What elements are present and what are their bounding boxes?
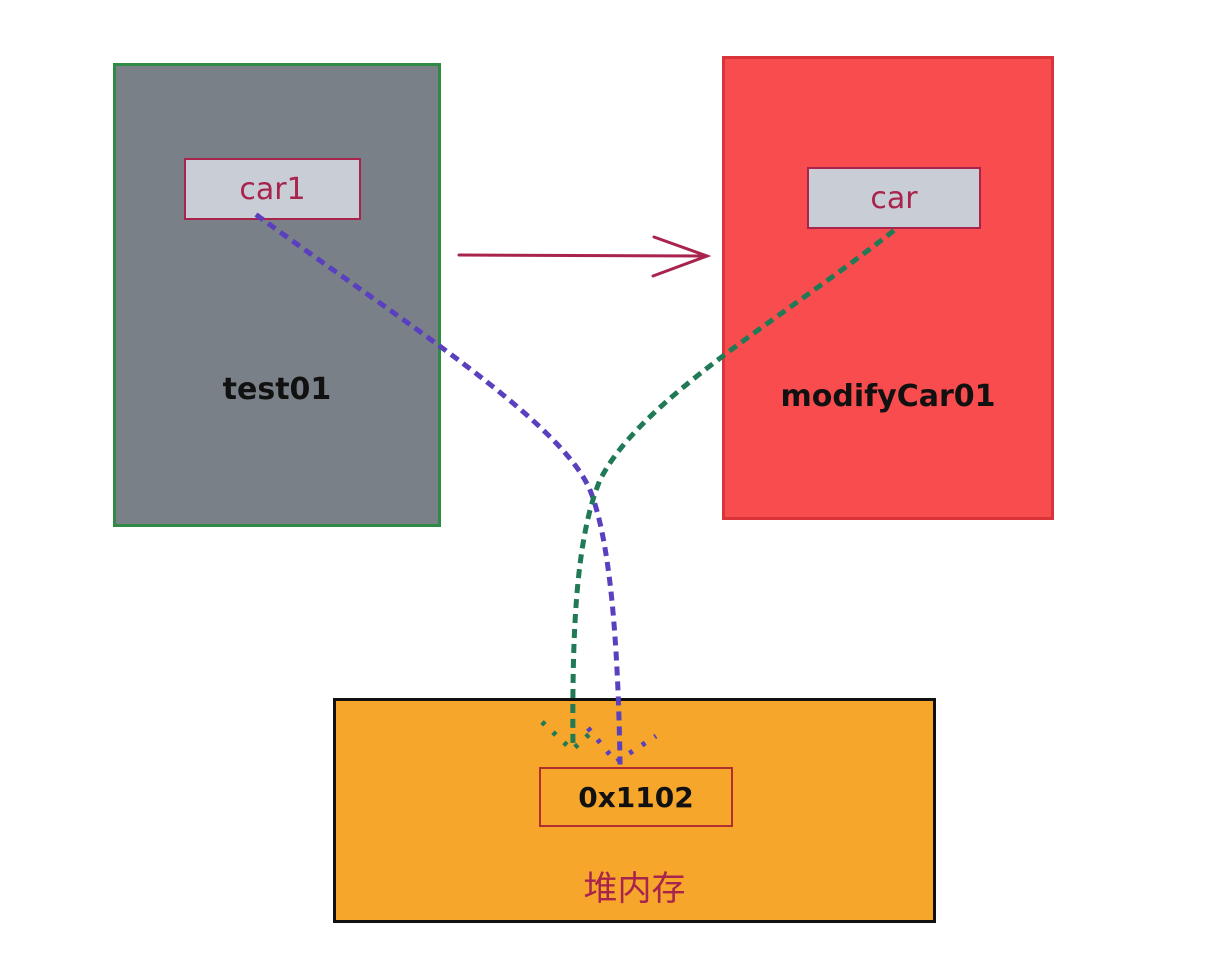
heap-label: 堆内存 bbox=[583, 869, 686, 909]
stack-frame-test01: car1 test01 bbox=[113, 63, 441, 527]
stack-frame-modifycar01: car modifyCar01 bbox=[722, 56, 1054, 520]
variable-car: car bbox=[807, 167, 981, 229]
frame-label-modifycar01: modifyCar01 bbox=[780, 379, 996, 414]
heap-address-label: 0x1102 bbox=[578, 780, 694, 814]
call-arrow bbox=[457, 235, 712, 278]
variable-car1-label: car1 bbox=[239, 171, 306, 207]
call-arrow-head bbox=[651, 235, 712, 278]
variable-car1: car1 bbox=[184, 158, 361, 220]
call-arrow-shaft bbox=[457, 253, 709, 258]
frame-label-test01: test01 bbox=[222, 372, 332, 407]
heap-address-box: 0x1102 bbox=[539, 767, 733, 827]
variable-car-label: car bbox=[870, 180, 918, 216]
heap-memory: 0x1102 堆内存 bbox=[333, 698, 936, 923]
